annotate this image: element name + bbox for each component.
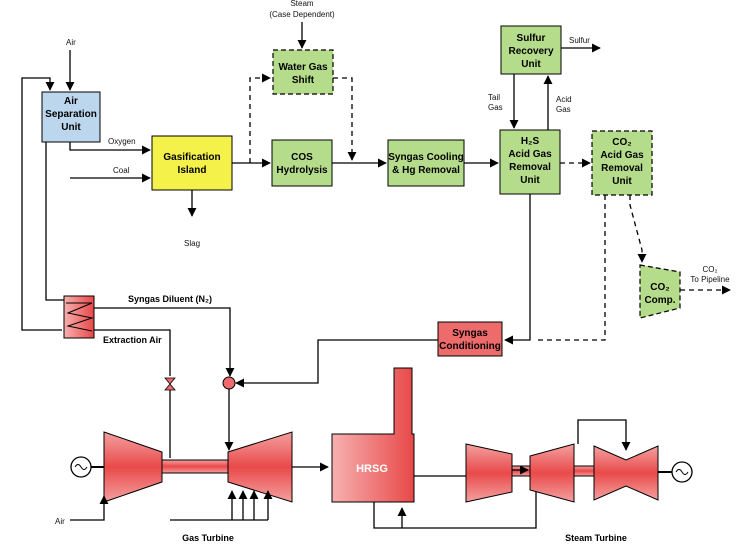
asu-line-2: Separation bbox=[45, 109, 97, 120]
steam-turbine-hp bbox=[465, 443, 513, 503]
gasification-island: Gasification Island bbox=[151, 135, 233, 191]
steam-turbine-lp bbox=[593, 445, 659, 501]
co2-line-3: Removal bbox=[601, 163, 643, 174]
steam-label-2: (Case Dependent) bbox=[269, 10, 335, 19]
gasification-line-2: Island bbox=[178, 165, 207, 176]
co2-compressor: CO₂ Comp. bbox=[639, 264, 681, 319]
syngas-cooling-unit: Syngas Cooling & Hg Removal bbox=[387, 139, 465, 187]
tail-gas-label-2: Gas bbox=[488, 103, 503, 112]
steam-label-1: Steam bbox=[290, 0, 313, 8]
oxygen-label: Oxygen bbox=[108, 137, 136, 146]
acid-gas-label-2: Gas bbox=[556, 105, 571, 114]
steam-turbine-shaft-1 bbox=[511, 465, 531, 477]
sru-line-1: Sulfur bbox=[517, 33, 546, 44]
cond-line-1: Syngas bbox=[452, 328, 488, 339]
water-gas-shift-unit: Water Gas Shift bbox=[272, 49, 334, 95]
co2-line-2: Acid Gas bbox=[600, 150, 644, 161]
combustor-node bbox=[222, 376, 236, 390]
cond-line-2: Conditioning bbox=[439, 341, 501, 352]
syngas-diluent-label: Syngas Diluent (N₂) bbox=[128, 294, 212, 304]
cos-hydrolysis-unit: COS Hydrolysis bbox=[271, 139, 333, 187]
co2-removal-unit: CO₂ Acid Gas Removal Unit bbox=[591, 130, 653, 196]
cooling-line-1: Syngas Cooling bbox=[388, 152, 464, 163]
steam-turbine-ip bbox=[529, 443, 575, 503]
gas-turbine-label: Gas Turbine bbox=[182, 533, 234, 543]
gasification-line-1: Gasification bbox=[163, 152, 220, 163]
wgs-line-1: Water Gas bbox=[278, 62, 328, 73]
slag-label: Slag bbox=[184, 239, 200, 248]
tail-gas-label-1: Tail bbox=[488, 93, 500, 102]
gas-turbine-compressor bbox=[103, 431, 163, 503]
co2comp-line-2: Comp. bbox=[644, 295, 675, 306]
generator-left-icon bbox=[70, 456, 92, 478]
sru-line-2: Recovery bbox=[508, 46, 553, 57]
sulfur-recovery-unit: Sulfur Recovery Unit bbox=[500, 25, 562, 75]
co2-line-4: Unit bbox=[612, 176, 632, 187]
h2s-line-4: Unit bbox=[520, 175, 540, 186]
valve-icon bbox=[164, 377, 176, 391]
coal-label: Coal bbox=[113, 166, 130, 175]
extraction-air-label: Extraction Air bbox=[103, 335, 162, 345]
air-bottom-label: Air bbox=[55, 517, 65, 526]
cos-line-1: COS bbox=[291, 152, 313, 163]
air-separation-unit: Air Separation Unit bbox=[41, 91, 101, 143]
air-top-label: Air bbox=[66, 38, 76, 47]
hrsg-label: HRSG bbox=[356, 463, 388, 475]
gas-turbine-expander bbox=[227, 431, 293, 503]
cooling-line-2: & Hg Removal bbox=[392, 165, 460, 176]
syngas-conditioning-unit: Syngas Conditioning bbox=[437, 321, 503, 357]
hrsg-unit: HRSG bbox=[331, 367, 415, 503]
generator-right-icon bbox=[671, 461, 693, 483]
co2-line-1: CO₂ bbox=[612, 137, 631, 148]
h2s-line-2: Acid Gas bbox=[508, 149, 552, 160]
steam-turbine-shaft-2 bbox=[573, 465, 595, 477]
wgs-line-2: Shift bbox=[292, 75, 315, 86]
co2-pipeline-label-2: To Pipeline bbox=[690, 275, 730, 284]
h2s-line-1: H₂S bbox=[521, 136, 540, 147]
asu-line-1: Air bbox=[64, 96, 78, 107]
co2comp-line-1: CO₂ bbox=[650, 282, 669, 293]
heat-exchanger bbox=[63, 295, 95, 339]
sru-line-3: Unit bbox=[521, 59, 541, 70]
h2s-line-3: Removal bbox=[509, 162, 551, 173]
cos-line-2: Hydrolysis bbox=[276, 165, 328, 176]
asu-line-3: Unit bbox=[61, 122, 81, 133]
steam-turbine-label: Steam Turbine bbox=[565, 533, 627, 543]
h2s-removal-unit: H₂S Acid Gas Removal Unit bbox=[499, 129, 561, 195]
co2-pipeline-label-1: CO₂ bbox=[702, 265, 717, 274]
gas-turbine-shaft bbox=[161, 459, 229, 474]
sulfur-label: Sulfur bbox=[569, 36, 590, 45]
acid-gas-label-1: Acid bbox=[556, 95, 572, 104]
